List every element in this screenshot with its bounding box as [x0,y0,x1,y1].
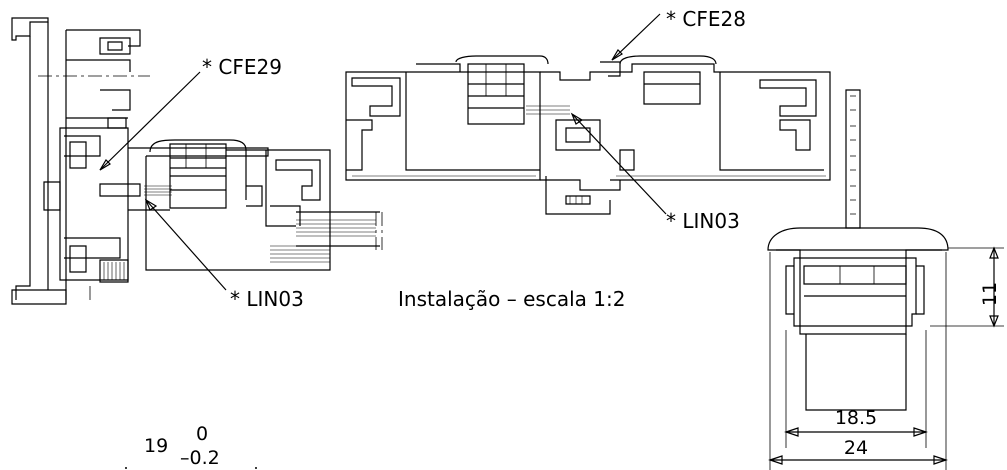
leader-lines [99,13,667,291]
label-cfe28: * CFE28 [666,7,746,31]
tolerance-base: 19 [144,435,168,457]
tolerance-mark-right [255,467,257,469]
clip-detail [767,89,1004,470]
tolerance-mark-left [125,467,127,469]
dimension-outer-width: 24 [844,437,868,459]
tolerance-lower: –0.2 [180,447,220,469]
label-lin03-left: * LIN03 [230,287,304,311]
dimension-inner-width: 18.5 [835,407,877,429]
installation-caption: Instalação – escala 1:2 [398,287,625,311]
top-profile-section [345,55,831,215]
tolerance-upper: 0 [196,423,208,445]
left-clip-assembly [149,139,247,209]
dimension-height: 11 [979,282,1001,306]
left-profile-extension [246,149,383,263]
label-lin03-right: * LIN03 [666,209,740,233]
left-frame-section [11,17,331,305]
label-cfe29: * CFE29 [202,55,282,79]
